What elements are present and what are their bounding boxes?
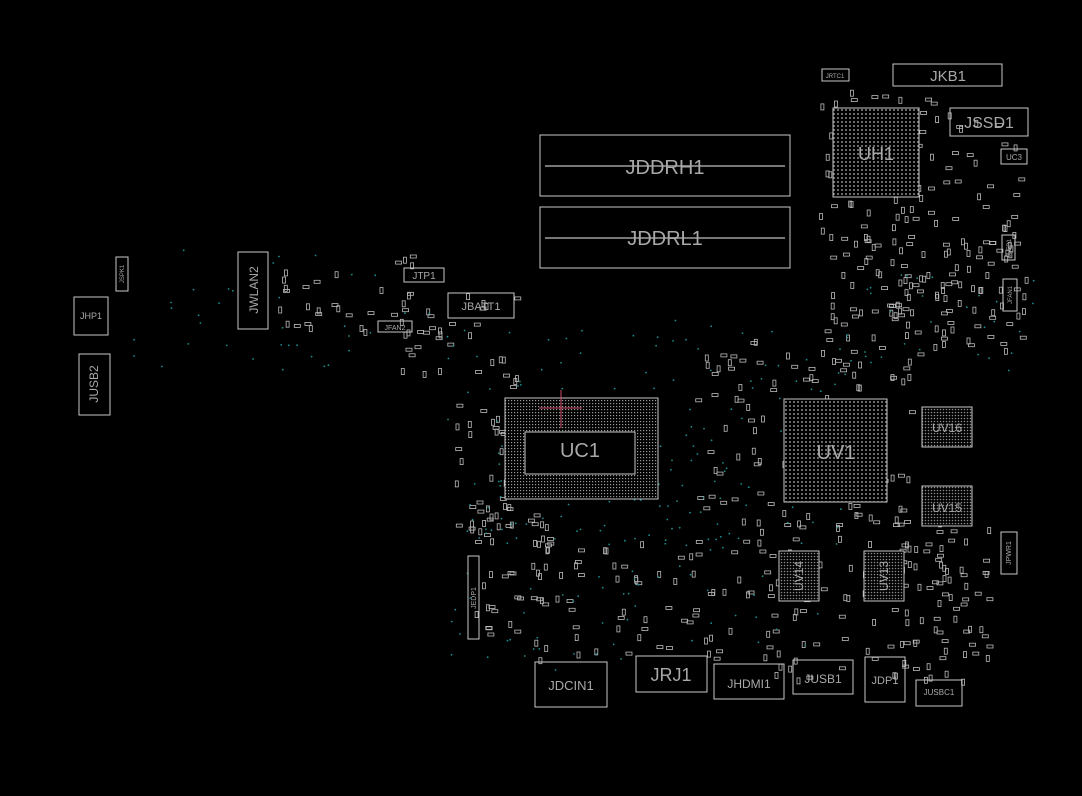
jfan1-connector[interactable]: JFAN1 bbox=[1002, 278, 1018, 312]
jfan1-label: JFAN1 bbox=[1008, 285, 1014, 304]
jspk1-connector[interactable]: JSPK1 bbox=[115, 256, 129, 292]
jusb2-connector[interactable]: JUSB2 bbox=[78, 353, 111, 416]
jhp1-label: JHP1 bbox=[80, 311, 102, 321]
jedp1-label: JEDP1 bbox=[471, 587, 478, 609]
jdcin1-label: JDCIN1 bbox=[548, 678, 594, 693]
jrj1-connector[interactable]: JRJ1 bbox=[635, 655, 708, 693]
jusb1-connector[interactable]: JUSB1 bbox=[792, 659, 854, 695]
jbatt1-connector[interactable]: JBATT1 bbox=[447, 292, 515, 319]
jssd1-connector[interactable]: JSSD1 bbox=[949, 107, 1029, 137]
jusbc1-connector[interactable]: JUSBC1 bbox=[915, 679, 963, 707]
uv16-chip[interactable]: UV16 bbox=[921, 406, 973, 448]
jrtc1-label: JRTC1 bbox=[826, 74, 845, 80]
uh1-chip[interactable]: UH1 bbox=[832, 107, 920, 198]
jddrh1-connector[interactable]: JDDRH1 bbox=[539, 134, 791, 197]
jdcin1-connector[interactable]: JDCIN1 bbox=[534, 661, 608, 708]
jpwr1-connector[interactable]: JPWR1 bbox=[1000, 531, 1018, 575]
jwlan2-label: JWLAN2 bbox=[247, 266, 261, 314]
uv1-label: UV1 bbox=[817, 442, 856, 464]
jddrl1-label: JDDRL1 bbox=[627, 228, 703, 250]
jled1-label: JLED1 bbox=[1007, 238, 1013, 257]
jled1-connector[interactable]: JLED1 bbox=[1001, 234, 1016, 261]
uv13-label: UV13 bbox=[877, 561, 891, 591]
uh1-label: UH1 bbox=[858, 144, 894, 164]
jkb1-label: JKB1 bbox=[930, 68, 966, 85]
uv15-label: UV15 bbox=[932, 501, 962, 515]
jhdmi1-label: JHDMI1 bbox=[727, 677, 771, 691]
jpwr1-label: JPWR1 bbox=[1006, 541, 1013, 565]
jddrh1-label: JDDRH1 bbox=[626, 157, 705, 179]
jhp1-connector[interactable]: JHP1 bbox=[73, 296, 109, 336]
uv13-chip[interactable]: UV13 bbox=[863, 550, 905, 602]
jtp1-connector[interactable]: JTP1 bbox=[403, 267, 445, 283]
jspk1-label: JSPK1 bbox=[120, 264, 126, 283]
jrtc1-connector[interactable]: JRTC1 bbox=[821, 68, 850, 82]
uv16-label: UV16 bbox=[932, 421, 962, 435]
jdp1-label: JDP1 bbox=[872, 675, 899, 687]
jusbc1-label: JUSBC1 bbox=[924, 688, 955, 697]
jfan2-label: JFAN2 bbox=[384, 325, 405, 332]
uc1-chip[interactable]: UC1 bbox=[504, 390, 659, 500]
jdp1-connector[interactable]: JDP1 bbox=[864, 656, 906, 703]
uv14-label: UV14 bbox=[792, 561, 806, 591]
uc3-chip[interactable]: UC3 bbox=[1000, 148, 1028, 165]
jusb1-label: JUSB1 bbox=[804, 672, 842, 686]
jfan2-connector[interactable]: JFAN2 bbox=[377, 320, 413, 333]
uc1-label: UC1 bbox=[560, 440, 600, 462]
jwlan2-connector[interactable]: JWLAN2 bbox=[237, 251, 269, 330]
uv14-chip[interactable]: UV14 bbox=[778, 550, 820, 602]
jusb2-label: JUSB2 bbox=[87, 365, 101, 403]
uc3-label: UC3 bbox=[1006, 153, 1023, 162]
jssd1-label: JSSD1 bbox=[964, 115, 1014, 132]
jbatt1-label: JBATT1 bbox=[462, 301, 501, 313]
jedp1-connector[interactable]: JEDP1 bbox=[467, 555, 480, 640]
jddrl1-connector[interactable]: JDDRL1 bbox=[539, 206, 791, 269]
jtp1-label: JTP1 bbox=[412, 271, 436, 282]
jkb1-connector[interactable]: JKB1 bbox=[892, 63, 1003, 87]
uv1-chip[interactable]: UV1 bbox=[783, 398, 888, 503]
jhdmi1-connector[interactable]: JHDMI1 bbox=[713, 663, 785, 700]
jrj1-label: JRJ1 bbox=[650, 665, 691, 685]
uv15-chip[interactable]: UV15 bbox=[921, 485, 973, 527]
